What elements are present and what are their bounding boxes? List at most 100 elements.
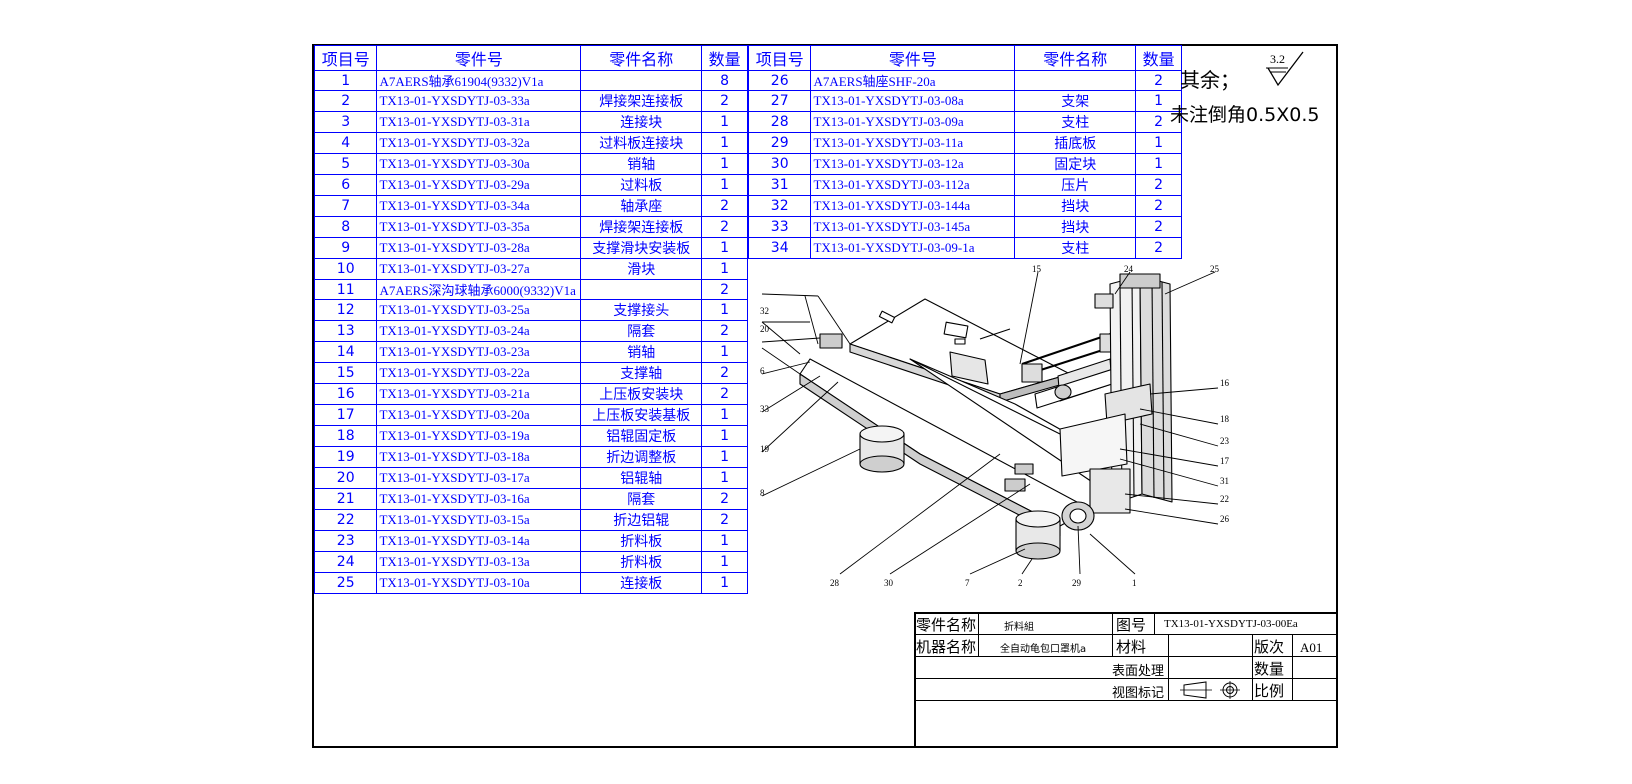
part-name-cell: 焊接架连接板 [580, 216, 703, 238]
qty-cell: 2 [701, 279, 748, 300]
qty-cell: 2 [1135, 216, 1182, 238]
revision-value: A01 [1300, 640, 1323, 655]
qty-cell: 2 [1135, 70, 1182, 91]
callout-label: 17 [1220, 456, 1230, 466]
part-no-cell: TX13-01-YXSDYTJ-03-144a [810, 195, 1016, 217]
qty-cell: 1 [701, 132, 748, 154]
qty-cell: 1 [701, 446, 748, 468]
callout-label: 7 [965, 578, 970, 588]
item-no-cell: 29 [747, 132, 812, 154]
part-name-cell: 插底板 [1014, 132, 1137, 154]
item-no-cell: 17 [313, 404, 378, 426]
surface-treatment-label: 表面处理 [1112, 664, 1165, 679]
part-name-cell: 固定块 [1014, 153, 1137, 175]
item-no-cell: 4 [313, 132, 378, 154]
qty-cell: 1 [701, 111, 748, 133]
part-no-cell: TX13-01-YXSDYTJ-03-32a [376, 132, 582, 154]
qty-cell: 2 [701, 320, 748, 342]
part-no-cell: TX13-01-YXSDYTJ-03-16a [376, 488, 582, 510]
machine-name-label: 机器名称 [916, 638, 977, 656]
part-name-cell: 挡块 [1014, 216, 1137, 238]
part-no-cell: TX13-01-YXSDYTJ-03-08a [810, 90, 1016, 112]
callout-label: 2 [1018, 578, 1023, 588]
item-no-cell: 8 [313, 216, 378, 238]
header-item-no: 项目号 [313, 45, 378, 71]
part-name-cell: 压片 [1014, 174, 1137, 196]
item-no-cell: 5 [313, 153, 378, 175]
item-no-cell: 22 [313, 509, 378, 531]
item-no-cell: 31 [747, 174, 812, 196]
part-no-cell: TX13-01-YXSDYTJ-03-112a [810, 174, 1016, 196]
part-no-cell: TX13-01-YXSDYTJ-03-17a [376, 467, 582, 489]
title-block [914, 612, 1338, 748]
callout-label: 19 [760, 444, 770, 454]
qty-cell: 1 [701, 153, 748, 175]
part-no-cell: TX13-01-YXSDYTJ-03-10a [376, 572, 582, 594]
part-name-cell: 折边铝辊 [580, 509, 703, 531]
drawing-no-label: 图号 [1116, 616, 1147, 634]
chamfer-note: 未注倒角0.5X0.5 [1170, 104, 1320, 126]
qty-cell: 1 [1135, 132, 1182, 154]
qty-cell: 2 [1135, 237, 1182, 259]
header-part-no: 零件号 [810, 45, 1016, 71]
callout-label: 6 [760, 366, 765, 376]
part-name-cell: 连接块 [580, 111, 703, 133]
part-name-cell: 支撑轴 [580, 362, 703, 384]
part-no-cell: A7AERS轴座SHF-20a [810, 70, 1016, 91]
part-name-cell: 连接板 [580, 572, 703, 594]
qty-cell: 2 [701, 216, 748, 238]
item-no-cell: 7 [313, 195, 378, 217]
part-name-cell [580, 279, 703, 300]
part-no-cell: TX13-01-YXSDYTJ-03-15a [376, 509, 582, 531]
part-no-cell: TX13-01-YXSDYTJ-03-33a [376, 90, 582, 112]
part-name-cell: 折料板 [580, 530, 703, 552]
callout-label: 24 [1124, 264, 1134, 274]
part-name-cell: 隔套 [580, 320, 703, 342]
qty-cell: 2 [701, 195, 748, 217]
part-no-cell: TX13-01-YXSDYTJ-03-23a [376, 341, 582, 363]
item-no-cell: 1 [313, 70, 378, 91]
item-no-cell: 28 [747, 111, 812, 133]
callout-label: 23 [1220, 436, 1230, 446]
item-no-cell: 15 [313, 362, 378, 384]
qty-cell: 1 [1135, 153, 1182, 175]
qty-cell: 1 [701, 237, 748, 259]
part-no-cell: A7AERS轴承61904(9332)V1a [376, 70, 582, 91]
part-no-cell: TX13-01-YXSDYTJ-03-12a [810, 153, 1016, 175]
part-name-cell: 折料板 [580, 551, 703, 573]
part-no-cell: TX13-01-YXSDYTJ-03-27a [376, 258, 582, 280]
part-no-cell: TX13-01-YXSDYTJ-03-20a [376, 404, 582, 426]
qty-cell: 2 [701, 383, 748, 405]
part-name-cell: 过料板连接块 [580, 132, 703, 154]
part-name-cell: 支撑滑块安装板 [580, 237, 703, 259]
drawing-no-value: TX13-01-YXSDYTJ-03-00Ea [1164, 618, 1298, 630]
qty-cell: 2 [701, 488, 748, 510]
part-name-cell: 支柱 [1014, 237, 1137, 259]
item-no-cell: 27 [747, 90, 812, 112]
callout-label: 25 [1210, 264, 1220, 274]
part-name-cell: 挡块 [1014, 195, 1137, 217]
callout-label: 33 [760, 404, 770, 414]
callout-label: 29 [1072, 578, 1082, 588]
part-name-cell: 支撑接头 [580, 299, 703, 321]
part-name-cell: 滑块 [580, 258, 703, 280]
callout-label: 26 [1220, 514, 1230, 524]
part-no-cell: TX13-01-YXSDYTJ-03-09-1a [810, 237, 1016, 259]
header-item-no: 项目号 [747, 45, 812, 71]
callout-label: 20 [760, 324, 770, 334]
callout-label: 28 [830, 578, 840, 588]
assembly-isometric-drawing: 20 32 6 33 19 8 15 24 25 16 18 23 17 31 … [760, 264, 1230, 588]
